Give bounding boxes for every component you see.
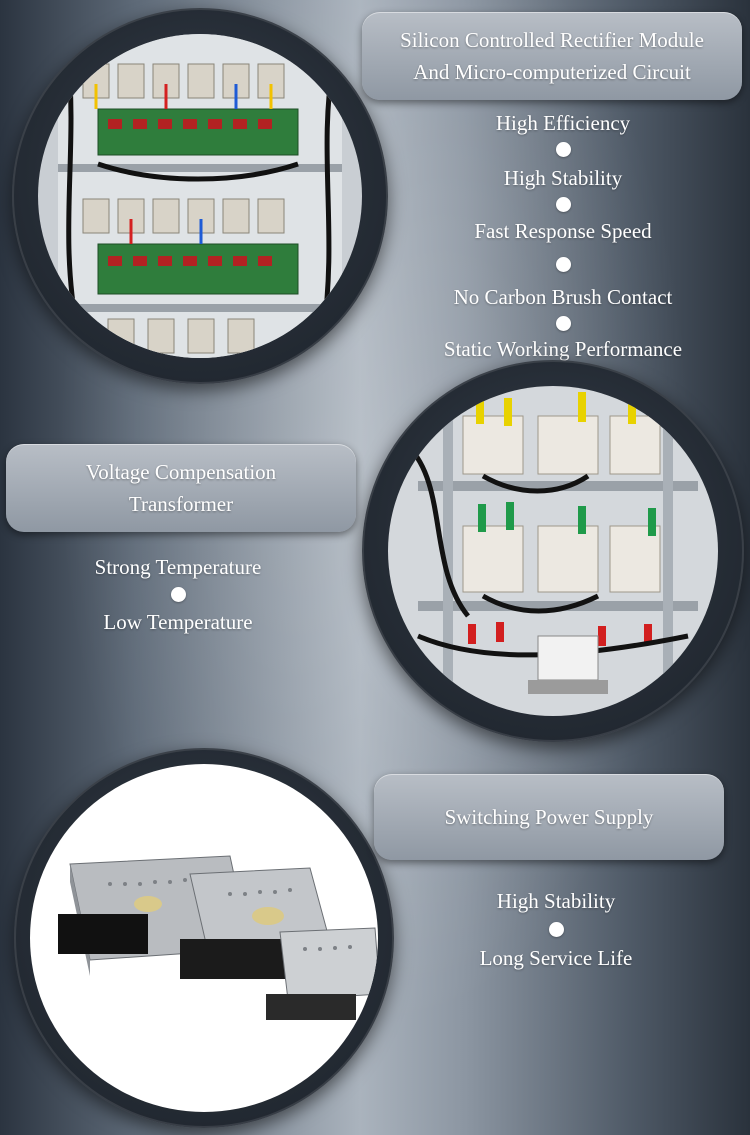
transformer-title-line2: Transformer — [128, 492, 234, 516]
transformer-title-line1: Voltage Compensation — [85, 460, 277, 484]
transformer-feature-list: Strong Temperature Low Temperature — [28, 554, 328, 635]
feature-no-carbon-brush-contact: No Carbon Brush Contact — [453, 285, 673, 309]
bullet-dot-icon — [555, 142, 571, 157]
bullet-dot-icon — [555, 316, 571, 331]
feature-low-temperature: Low Temperature — [103, 610, 253, 634]
power-supply-feature-list: High Stability Long Service Life — [406, 888, 706, 971]
scr-circuit-board-photo — [38, 34, 362, 358]
scr-module-title-pill: Silicon Controlled Rectifier Module And … — [362, 12, 742, 100]
feature-static-working-performance: Static Working Performance — [443, 337, 683, 361]
power-supply-title-pill: Switching Power Supply — [374, 774, 724, 860]
scr-photo-frame — [12, 8, 388, 384]
transformer-title-pill: Voltage Compensation Transformer — [6, 444, 356, 532]
feature-high-stability-ps: High Stability — [496, 889, 616, 913]
transformer-photo-frame — [362, 360, 744, 742]
feature-fast-response-speed: Fast Response Speed — [474, 219, 652, 243]
power-supply-photo-frame — [14, 748, 394, 1128]
scr-title-line2: And Micro-computerized Circuit — [413, 60, 691, 84]
bullet-dot-icon — [548, 922, 564, 937]
switching-power-supply-photo — [30, 764, 378, 1112]
feature-long-service-life: Long Service Life — [479, 946, 633, 970]
feature-high-efficiency: High Efficiency — [495, 111, 631, 135]
feature-high-stability: High Stability — [503, 166, 623, 190]
bullet-dot-icon — [170, 587, 186, 602]
bullet-dot-icon — [555, 197, 571, 212]
feature-strong-temperature: Strong Temperature — [94, 555, 262, 579]
bullet-dot-icon — [555, 257, 571, 272]
transformer-cabinet-photo — [388, 386, 718, 716]
scr-feature-list: High Efficiency High Stability Fast Resp… — [402, 110, 724, 362]
power-supply-title: Switching Power Supply — [444, 805, 654, 829]
scr-title-line1: Silicon Controlled Rectifier Module — [400, 28, 704, 52]
